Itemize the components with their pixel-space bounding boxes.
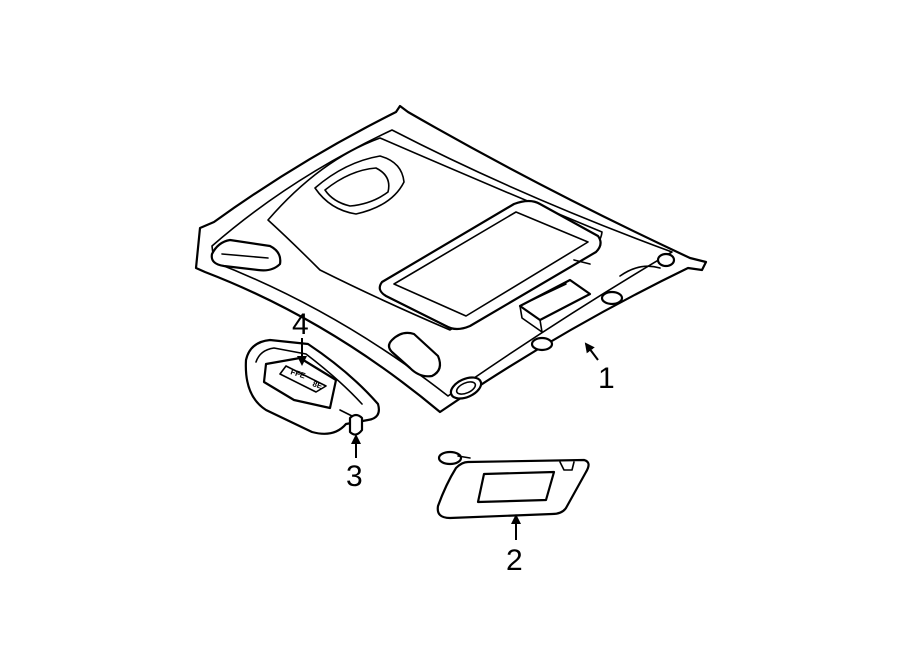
callout-label-4: 4 bbox=[292, 308, 309, 341]
callout-label-1: 1 bbox=[598, 362, 615, 395]
callout-2: 2 bbox=[506, 514, 523, 577]
callout-label-3: 3 bbox=[346, 460, 363, 493]
callout-label-2: 2 bbox=[506, 544, 523, 577]
sun-visor-part bbox=[436, 450, 590, 520]
callout-1: 1 bbox=[584, 342, 615, 395]
dome-lamp-part: FFE 8E bbox=[244, 338, 380, 436]
callout-3: 3 bbox=[346, 434, 363, 493]
callout-4: 4 bbox=[292, 308, 309, 366]
lens-mark-right: 8E bbox=[311, 379, 324, 391]
headliner-part bbox=[194, 104, 708, 414]
